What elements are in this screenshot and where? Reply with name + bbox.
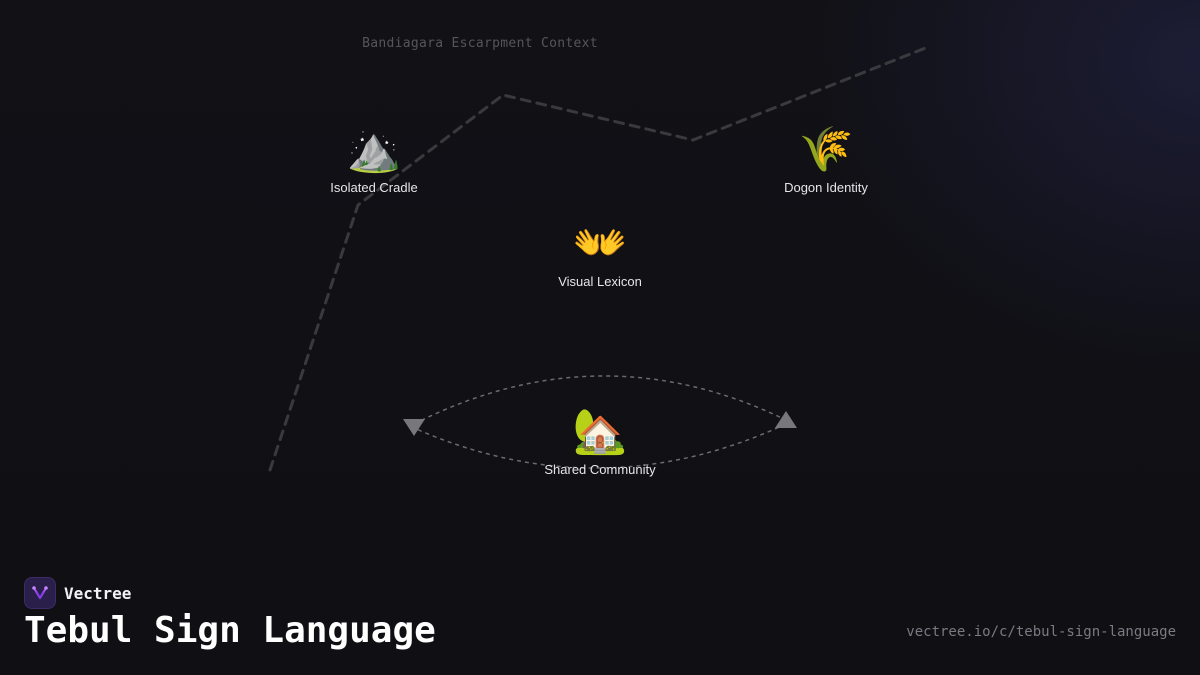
- context-label: Bandiagara Escarpment Context: [362, 36, 598, 51]
- brand[interactable]: Vectree: [24, 577, 131, 609]
- open-hands-icon: 👐: [572, 219, 628, 268]
- node-label: Isolated Cradle: [330, 180, 418, 195]
- arrowhead-left: [403, 419, 425, 436]
- node-dogon-identity[interactable]: 🌾 Dogon Identity: [736, 122, 916, 195]
- page-url[interactable]: vectree.io/c/tebul-sign-language: [906, 624, 1176, 640]
- vectree-logo-icon: [24, 577, 56, 609]
- sheaf-of-rice-icon: 🌾: [798, 125, 854, 174]
- node-label: Visual Lexicon: [558, 274, 642, 289]
- node-label: Dogon Identity: [784, 180, 868, 195]
- node-visual-lexicon[interactable]: 👐 Visual Lexicon: [510, 216, 690, 289]
- node-label: Shared Community: [544, 462, 656, 477]
- cycle-arc-top: [413, 375, 787, 425]
- page-title: Tebul Sign Language: [24, 610, 436, 651]
- mountain-icon: ⛰️: [346, 125, 402, 174]
- escarpment-ridge-line: [268, 45, 930, 472]
- brand-name: Vectree: [64, 583, 132, 603]
- arrowhead-right: [775, 411, 797, 428]
- node-isolated-cradle[interactable]: ⛰️ Isolated Cradle: [284, 122, 464, 195]
- house-with-garden-icon: 🏡: [572, 407, 628, 456]
- cycle-arc-bottom: [413, 423, 787, 469]
- node-shared-community[interactable]: 🏡 Shared Community: [510, 404, 690, 477]
